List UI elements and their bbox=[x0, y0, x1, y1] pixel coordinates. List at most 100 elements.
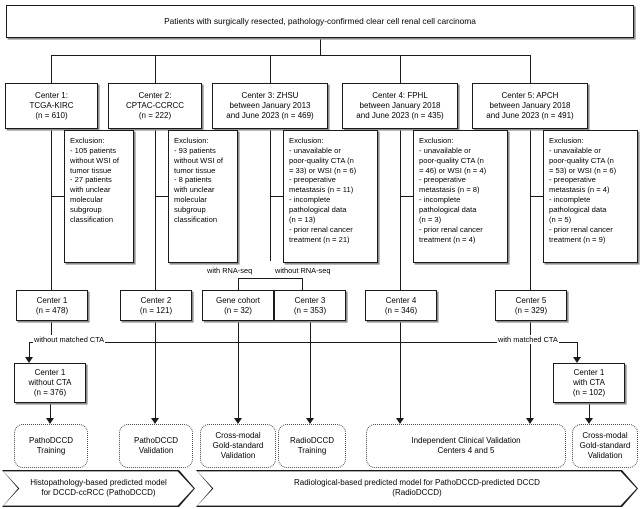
pathodccd-training-box: PathoDCCD Training bbox=[14, 424, 88, 468]
center-2-label: Center 2: CPTAC-CCRCC (n = 222) bbox=[125, 91, 185, 120]
arrow-without-cta bbox=[25, 357, 33, 363]
exclusion-center-3-label: Exclusion: - unavailable or poor-quality… bbox=[289, 136, 357, 244]
exclusion-center-1-label: Exclusion: - 105 patients without WSI of… bbox=[70, 136, 119, 224]
cohort-gene-box: Gene cohort (n = 32) bbox=[202, 290, 274, 321]
banner-pathodccd: Histopathology-based predicted model for… bbox=[2, 470, 195, 507]
connector-top-drop-5 bbox=[530, 55, 531, 83]
connector-out-4 bbox=[310, 321, 311, 420]
connector-out-1 bbox=[50, 403, 51, 420]
center-5-box: Center 5: APCH between January 2018 and … bbox=[472, 83, 588, 129]
center-4-box: Center 4: FPHL between January 2018 and … bbox=[342, 83, 458, 129]
cohort-center-4-box: Center 4 (n = 346) bbox=[365, 290, 437, 321]
connector-excl-stub-4 bbox=[400, 196, 413, 197]
banner-radiodccd: Radiological-based predicted model for P… bbox=[196, 470, 638, 507]
independent-clinical-validation-box: Independent Clinical Validation Centers … bbox=[366, 424, 566, 468]
connector-top-stem bbox=[320, 38, 321, 55]
top-population-label: Patients with surgically resected, patho… bbox=[164, 16, 476, 27]
connector-cta-left-drop bbox=[29, 342, 30, 359]
connector-top-drop-4 bbox=[400, 55, 401, 83]
arrow-out-4 bbox=[306, 418, 314, 424]
banner-pathodccd-body: Histopathology-based predicted model for… bbox=[3, 471, 193, 505]
center-1-without-cta-box: Center 1 without CTA (n = 376) bbox=[14, 363, 86, 403]
pathodccd-validation-label: PathoDCCD Validation bbox=[133, 436, 178, 455]
cohort-center-2-box: Center 2 (n = 121) bbox=[120, 290, 192, 321]
connector-c1-down bbox=[51, 321, 52, 342]
independent-clinical-validation-label: Independent Clinical Validation Centers … bbox=[411, 436, 521, 455]
cohort-center-3-box: Center 3 (n = 353) bbox=[274, 290, 346, 321]
connector-out-5b bbox=[530, 321, 531, 420]
cohort-gene-label: Gene cohort (n = 32) bbox=[215, 295, 261, 315]
center-5-label: Center 5: APCH between January 2018 and … bbox=[486, 91, 574, 120]
center-1-with-cta-label: Center 1 with CTA (n = 102) bbox=[572, 368, 606, 397]
cross-modal-validation-right-box: Cross-modal Gold-standard Validation bbox=[572, 424, 638, 468]
connector-spine-5 bbox=[530, 129, 531, 290]
center-3-box: Center 3: ZHSU between January 2013 and … bbox=[212, 83, 328, 129]
cross-modal-validation-right-label: Cross-modal Gold-standard Validation bbox=[579, 431, 631, 460]
pathodccd-validation-box: PathoDCCD Validation bbox=[119, 424, 193, 468]
exclusion-center-3-box: Exclusion: - unavailable or poor-quality… bbox=[283, 130, 378, 263]
label-without-rna-seq: without RNA-seq bbox=[274, 266, 332, 275]
connector-out-2 bbox=[155, 321, 156, 420]
connector-top-drop-1 bbox=[51, 55, 52, 83]
connector-excl-stub-3 bbox=[270, 196, 283, 197]
center-4-label: Center 4: FPHL between January 2018 and … bbox=[356, 91, 444, 120]
cohort-center-3-label: Center 3 (n = 353) bbox=[293, 295, 327, 315]
connector-spine-4 bbox=[400, 129, 401, 290]
connector-excl-stub-5 bbox=[530, 196, 543, 197]
label-with-rna-seq: with RNA-seq bbox=[206, 266, 254, 275]
center-1-without-cta-label: Center 1 without CTA (n = 376) bbox=[28, 368, 72, 397]
exclusion-center-5-box: Exclusion: - unavailable or poor-quality… bbox=[543, 130, 638, 263]
exclusion-center-5-label: Exclusion: - unavailable or poor-quality… bbox=[549, 136, 617, 244]
connector-excl-stub-2 bbox=[155, 196, 168, 197]
connector-c3-split-right bbox=[302, 278, 303, 290]
arrow-out-5b bbox=[526, 418, 534, 424]
connector-spine-3 bbox=[270, 129, 271, 261]
center-2-box: Center 2: CPTAC-CCRCC (n = 222) bbox=[108, 83, 202, 129]
connector-excl-stub-1 bbox=[51, 196, 64, 197]
center-1-box: Center 1: TCGA-KIRC (n = 610) bbox=[5, 83, 98, 129]
arrow-out-1 bbox=[46, 418, 54, 424]
label-without-matched-cta: without matched CTA bbox=[33, 335, 106, 344]
connector-spine-1 bbox=[51, 129, 52, 290]
exclusion-center-2-label: Exclusion: - 93 patients without WSI of … bbox=[174, 136, 223, 224]
connector-c3-split-left bbox=[238, 278, 239, 290]
connector-cta-right-drop bbox=[577, 342, 578, 359]
radiodccd-training-label: RadioDCCD Training bbox=[289, 436, 334, 455]
cohort-center-5-label: Center 5 (n = 329) bbox=[514, 295, 548, 315]
arrow-out-2 bbox=[151, 418, 159, 424]
connector-top-drop-2 bbox=[155, 55, 156, 83]
banner-radiodccd-label: Radiological-based predicted model for P… bbox=[294, 477, 540, 498]
arrow-out-6 bbox=[585, 418, 593, 424]
exclusion-center-4-box: Exclusion: - unavailable or poor-quality… bbox=[413, 130, 508, 263]
radiodccd-training-box: RadioDCCD Training bbox=[278, 424, 346, 468]
cohort-center-5-box: Center 5 (n = 329) bbox=[495, 290, 567, 321]
center-3-label: Center 3: ZHSU between January 2013 and … bbox=[226, 91, 314, 120]
connector-out-6 bbox=[589, 403, 590, 420]
exclusion-center-2-box: Exclusion: - 93 patients without WSI of … bbox=[168, 130, 238, 263]
cohort-center-4-label: Center 4 (n = 346) bbox=[384, 295, 418, 315]
connector-cta-bus bbox=[29, 342, 577, 343]
banner-radiodccd-body: Radiological-based predicted model for P… bbox=[197, 471, 636, 505]
connector-out-5a bbox=[400, 321, 401, 420]
connector-top-drop-3 bbox=[270, 55, 271, 83]
cross-modal-validation-left-label: Cross-modal Gold-standard Validation bbox=[212, 431, 264, 460]
connector-top-bus bbox=[51, 55, 530, 56]
arrow-out-5a bbox=[396, 418, 404, 424]
cohort-center-2-label: Center 2 (n = 121) bbox=[139, 295, 173, 315]
exclusion-center-4-label: Exclusion: - unavailable or poor-quality… bbox=[419, 136, 487, 244]
arrow-out-3 bbox=[234, 418, 242, 424]
connector-c3-split-bus bbox=[238, 278, 302, 279]
arrow-with-cta bbox=[573, 357, 581, 363]
cross-modal-validation-left-box: Cross-modal Gold-standard Validation bbox=[200, 424, 276, 468]
connector-out-3 bbox=[238, 321, 239, 420]
pathodccd-training-label: PathoDCCD Training bbox=[28, 436, 73, 455]
center-1-with-cta-box: Center 1 with CTA (n = 102) bbox=[553, 363, 625, 403]
banner-pathodccd-label: Histopathology-based predicted model for… bbox=[30, 477, 167, 498]
top-population-box: Patients with surgically resected, patho… bbox=[6, 5, 634, 38]
connector-spine-2 bbox=[155, 129, 156, 290]
center-1-label: Center 1: TCGA-KIRC (n = 610) bbox=[29, 91, 74, 120]
label-with-matched-cta: with matched CTA bbox=[497, 335, 559, 344]
cohort-center-1-box: Center 1 (n = 478) bbox=[16, 290, 88, 321]
exclusion-center-1-box: Exclusion: - 105 patients without WSI of… bbox=[64, 130, 134, 263]
